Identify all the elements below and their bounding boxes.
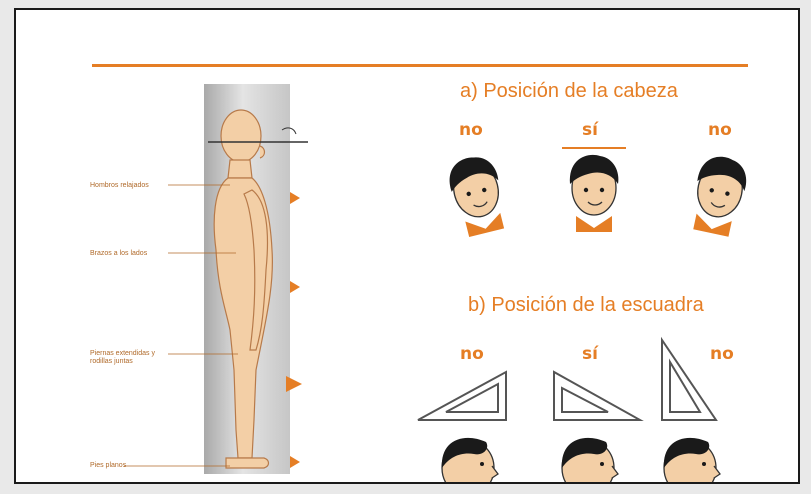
illustration-canvas bbox=[124, 84, 747, 482]
profile-head-center bbox=[561, 437, 619, 482]
arrow-upper-back bbox=[290, 192, 300, 204]
set-square-left bbox=[417, 370, 507, 421]
head-tilted-side-figure bbox=[693, 156, 747, 237]
profile-head-left bbox=[441, 437, 499, 482]
arrow-calves bbox=[286, 376, 302, 392]
label-head-wrong-left: no bbox=[459, 120, 483, 140]
heading-square-position: b) Posición de la escuadra bbox=[468, 294, 704, 316]
standing-figure bbox=[213, 109, 273, 469]
label-shoulders: Hombros relajados bbox=[90, 182, 149, 189]
label-head-right: sí bbox=[582, 120, 598, 140]
title-rule bbox=[92, 64, 748, 67]
label-feet: Pies planos bbox=[90, 462, 127, 469]
angle-mark bbox=[281, 127, 297, 135]
head-straight-figure bbox=[569, 154, 619, 232]
heading-head-position: a) Posición de la cabeza bbox=[460, 80, 678, 102]
set-square-center bbox=[553, 370, 644, 421]
label-head-wrong-right: no bbox=[708, 120, 732, 140]
head-tilted-down-figure bbox=[449, 157, 505, 238]
label-square-wrong-left: no bbox=[460, 344, 484, 364]
arrow-heels bbox=[290, 456, 300, 468]
arrow-hips bbox=[290, 281, 300, 293]
slide: a) Posición de la cabeza b) Posición de … bbox=[14, 8, 800, 484]
profile-head-right bbox=[663, 437, 721, 482]
label-square-right: sí bbox=[582, 344, 598, 364]
label-arms: Brazos a los lados bbox=[90, 250, 148, 257]
contact-arrows bbox=[286, 192, 302, 468]
set-square-right bbox=[661, 336, 718, 421]
label-square-wrong-right: no bbox=[710, 344, 734, 364]
label-legs: Piernas extendidas y rodillas juntas bbox=[90, 350, 155, 365]
